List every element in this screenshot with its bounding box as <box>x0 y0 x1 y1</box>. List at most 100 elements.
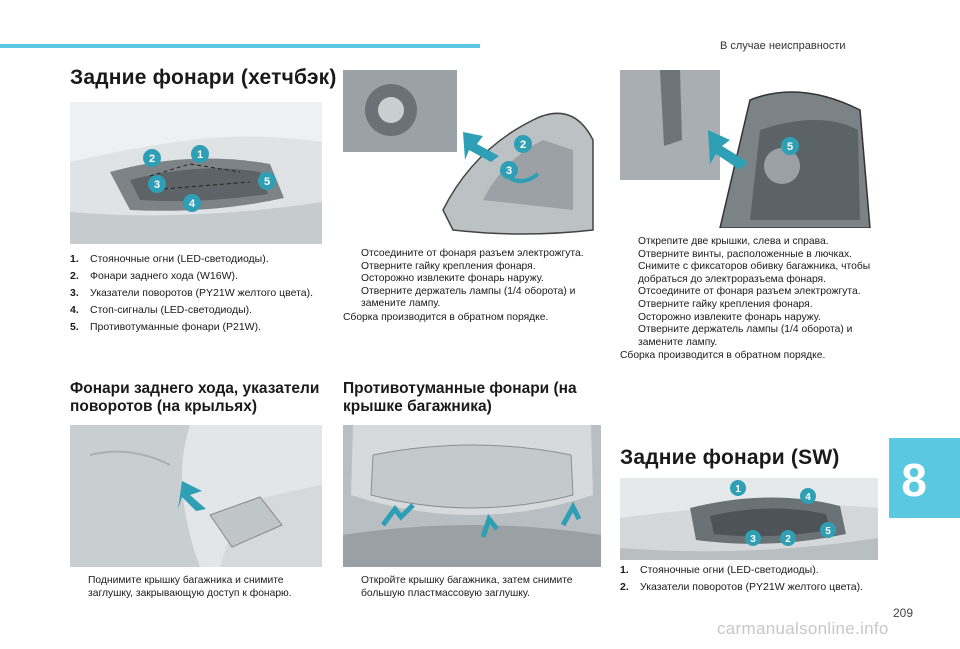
item-text: Противотуманные фонари (P21W). <box>90 321 261 333</box>
list-item: 3.Указатели поворотов (PY21W желтого цве… <box>70 285 330 302</box>
item-text: Стояночные огни (LED-светодиоды). <box>640 564 819 576</box>
tailgate-instruction: Откройте крышку багажника, затем снимите… <box>343 575 608 600</box>
title-sw-lights: Задние фонари (SW) <box>620 446 840 469</box>
bullet-item: Отверните гайку крепления фонаря. <box>620 299 882 312</box>
callout-marker: 1 2 3 4 5 <box>143 145 276 212</box>
hatchback-removal-steps: Отсоедините от фонаря разъем электрожгут… <box>343 248 608 325</box>
subtitle-fog-lights: Противотуманные фонари (на крышке багажн… <box>343 380 577 416</box>
bullet-item: Открепите две крышки, слева и справа. <box>620 236 882 249</box>
item-number: 5. <box>70 321 79 333</box>
figure-hatchback-rear-lamp: 1 2 3 4 5 <box>70 102 322 244</box>
bullet-item: Отверните держатель лампы (1/4 оборота) … <box>343 286 608 311</box>
bullet-symbol <box>620 286 638 299</box>
bullet-text-line: замените лампу. <box>638 336 718 348</box>
bullet-item: Осторожно извлеките фонарь наружу. <box>620 312 882 325</box>
bullet-text-line: Отверните держатель лампы (1/4 оборота) … <box>638 324 853 336</box>
bullet-symbol <box>620 299 638 312</box>
figure-sw-rear-lamp: 1 4 5 3 2 <box>620 478 878 560</box>
bullet-text-line: замените лампу. <box>361 298 441 310</box>
bullet-symbol <box>620 261 638 286</box>
svg-text:2: 2 <box>785 534 791 545</box>
bullet-text: Отверните гайку крепления фонаря. <box>361 260 536 272</box>
item-text: Стоп-сигналы (LED-светодиоды). <box>90 304 253 316</box>
item-number: 1. <box>620 564 629 576</box>
list-item: 4. Стоп-сигналы (LED-светодиоды). <box>70 302 330 319</box>
bullet-text: Отсоедините от фонаря разъем электрожгут… <box>638 286 861 298</box>
figure-lamp-removal: 2 3 <box>343 70 601 238</box>
list-item: 2. Указатели поворотов (PY21W желтого цве… <box>620 579 882 596</box>
bullet-symbol <box>620 324 638 349</box>
bullet-symbol <box>620 249 638 262</box>
bullet-item: Снимите с фиксаторов обивку багажника, ч… <box>620 261 882 286</box>
item-text: Указатели поворотов (PY21W желтого цвета… <box>640 581 864 593</box>
sw-lamp-list: 1. Стояночные огни (LED-светодиоды). 2. Ук… <box>620 562 882 596</box>
list-item: 1. Стояночные огни (LED-светодиоды). <box>70 251 330 268</box>
svg-text:2: 2 <box>520 139 526 151</box>
list-item: 1. Стояночные огни (LED-светодиоды). <box>620 562 882 579</box>
svg-text:5: 5 <box>787 141 793 153</box>
bullet-text-line: Отверните держатель лампы (1/4 оборота) … <box>361 285 576 297</box>
svg-text:4: 4 <box>805 492 811 503</box>
watermark: carmanualsonline.info <box>717 619 889 638</box>
item-text: Стояночные огни (LED-светодиоды). <box>90 253 269 265</box>
svg-text:5: 5 <box>264 176 270 188</box>
bullet-text-line: Снимите с фиксаторов обивку багажника, ч… <box>638 261 871 273</box>
chapter-number: 8 <box>901 454 927 506</box>
bullet-text: Отсоедините от фонаря разъем электрожгут… <box>361 248 584 259</box>
list-item: 5. Противотуманные фонари (P21W). <box>70 319 330 336</box>
bullet-symbol <box>343 248 361 261</box>
figure-sw-lamp-access: 5 <box>620 70 878 228</box>
svg-text:2: 2 <box>149 153 155 165</box>
item-number: 1. <box>70 253 79 265</box>
svg-text:1: 1 <box>197 149 203 161</box>
subtitle-line: крышке багажника) <box>343 398 492 415</box>
subtitle-line: поворотов (на крыльях) <box>70 398 257 415</box>
hatchback-lamp-list: 1. Стояночные огни (LED-светодиоды). 2. Фо… <box>70 251 330 336</box>
subtitle-reverse-lights: Фонари заднего хода, указатели поворотов… <box>70 380 319 416</box>
item-number: 2. <box>70 270 79 282</box>
figure-side-panel-cover <box>70 425 322 567</box>
bullet-text-line: Поднимите крышку багажника и снимите <box>88 575 284 586</box>
bullet-item: Отверните гайку крепления фонаря. <box>343 261 608 274</box>
bullet-symbol <box>70 575 88 600</box>
item-number: 3. <box>70 287 79 299</box>
subtitle-line: Фонари заднего хода, указатели <box>70 380 320 397</box>
bullet-symbol <box>620 312 638 325</box>
bullet-symbol <box>343 261 361 274</box>
bullet-text: Отверните гайку крепления фонаря. <box>638 298 813 310</box>
bullet-text-line: добраться до электроразъема фонаря. <box>638 273 826 285</box>
bullet-text: Осторожно извлеките фонарь наружу. <box>361 273 544 285</box>
bullet-text: Отверните винты, расположенные в лючках. <box>638 248 852 260</box>
svg-text:3: 3 <box>750 534 756 545</box>
item-number: 4. <box>70 304 79 316</box>
figure-tailgate-cover <box>343 425 601 567</box>
bullet-symbol <box>620 236 638 249</box>
assembly-note: Сборка производится в обратном порядке. <box>620 350 826 362</box>
item-number: 2. <box>620 581 629 593</box>
sw-removal-steps: Открепите две крышки, слева и справа. От… <box>620 236 882 363</box>
bullet-item: Откройте крышку багажника, затем снимите… <box>343 575 608 600</box>
bullet-symbol <box>343 273 361 286</box>
list-item: 2. Фонари заднего хода (W16W). <box>70 268 330 285</box>
bullet-text-line: заглушку, закрывающую доступ к фонарю. <box>88 587 292 599</box>
bullet-item: Отсоедините от фонаря разъем электрожгут… <box>620 286 882 299</box>
item-text: Фонари заднего хода (W16W). <box>90 270 238 282</box>
bullet-text: Осторожно извлеките фонарь наружу. <box>638 311 821 323</box>
svg-text:3: 3 <box>154 179 160 191</box>
svg-text:3: 3 <box>506 165 512 177</box>
top-accent-bar <box>0 44 480 48</box>
title-hatchback-lights: Задние фонари (хетчбэк) <box>70 66 337 89</box>
bullet-text-line: Откройте крышку багажника, затем снимите <box>361 575 573 586</box>
subtitle-line: Противотуманные фонари (на <box>343 380 577 397</box>
bullet-symbol <box>343 286 361 311</box>
svg-text:5: 5 <box>825 526 831 537</box>
svg-text:1: 1 <box>735 484 741 495</box>
section-header: В случае неисправности <box>720 40 846 52</box>
page-number: 209 <box>893 606 914 620</box>
bullet-symbol <box>343 575 361 600</box>
assembly-note: Сборка производится в обратном порядке. <box>343 311 549 323</box>
svg-text:4: 4 <box>189 198 196 210</box>
bullet-item: Отверните держатель лампы (1/4 оборота) … <box>620 324 882 349</box>
